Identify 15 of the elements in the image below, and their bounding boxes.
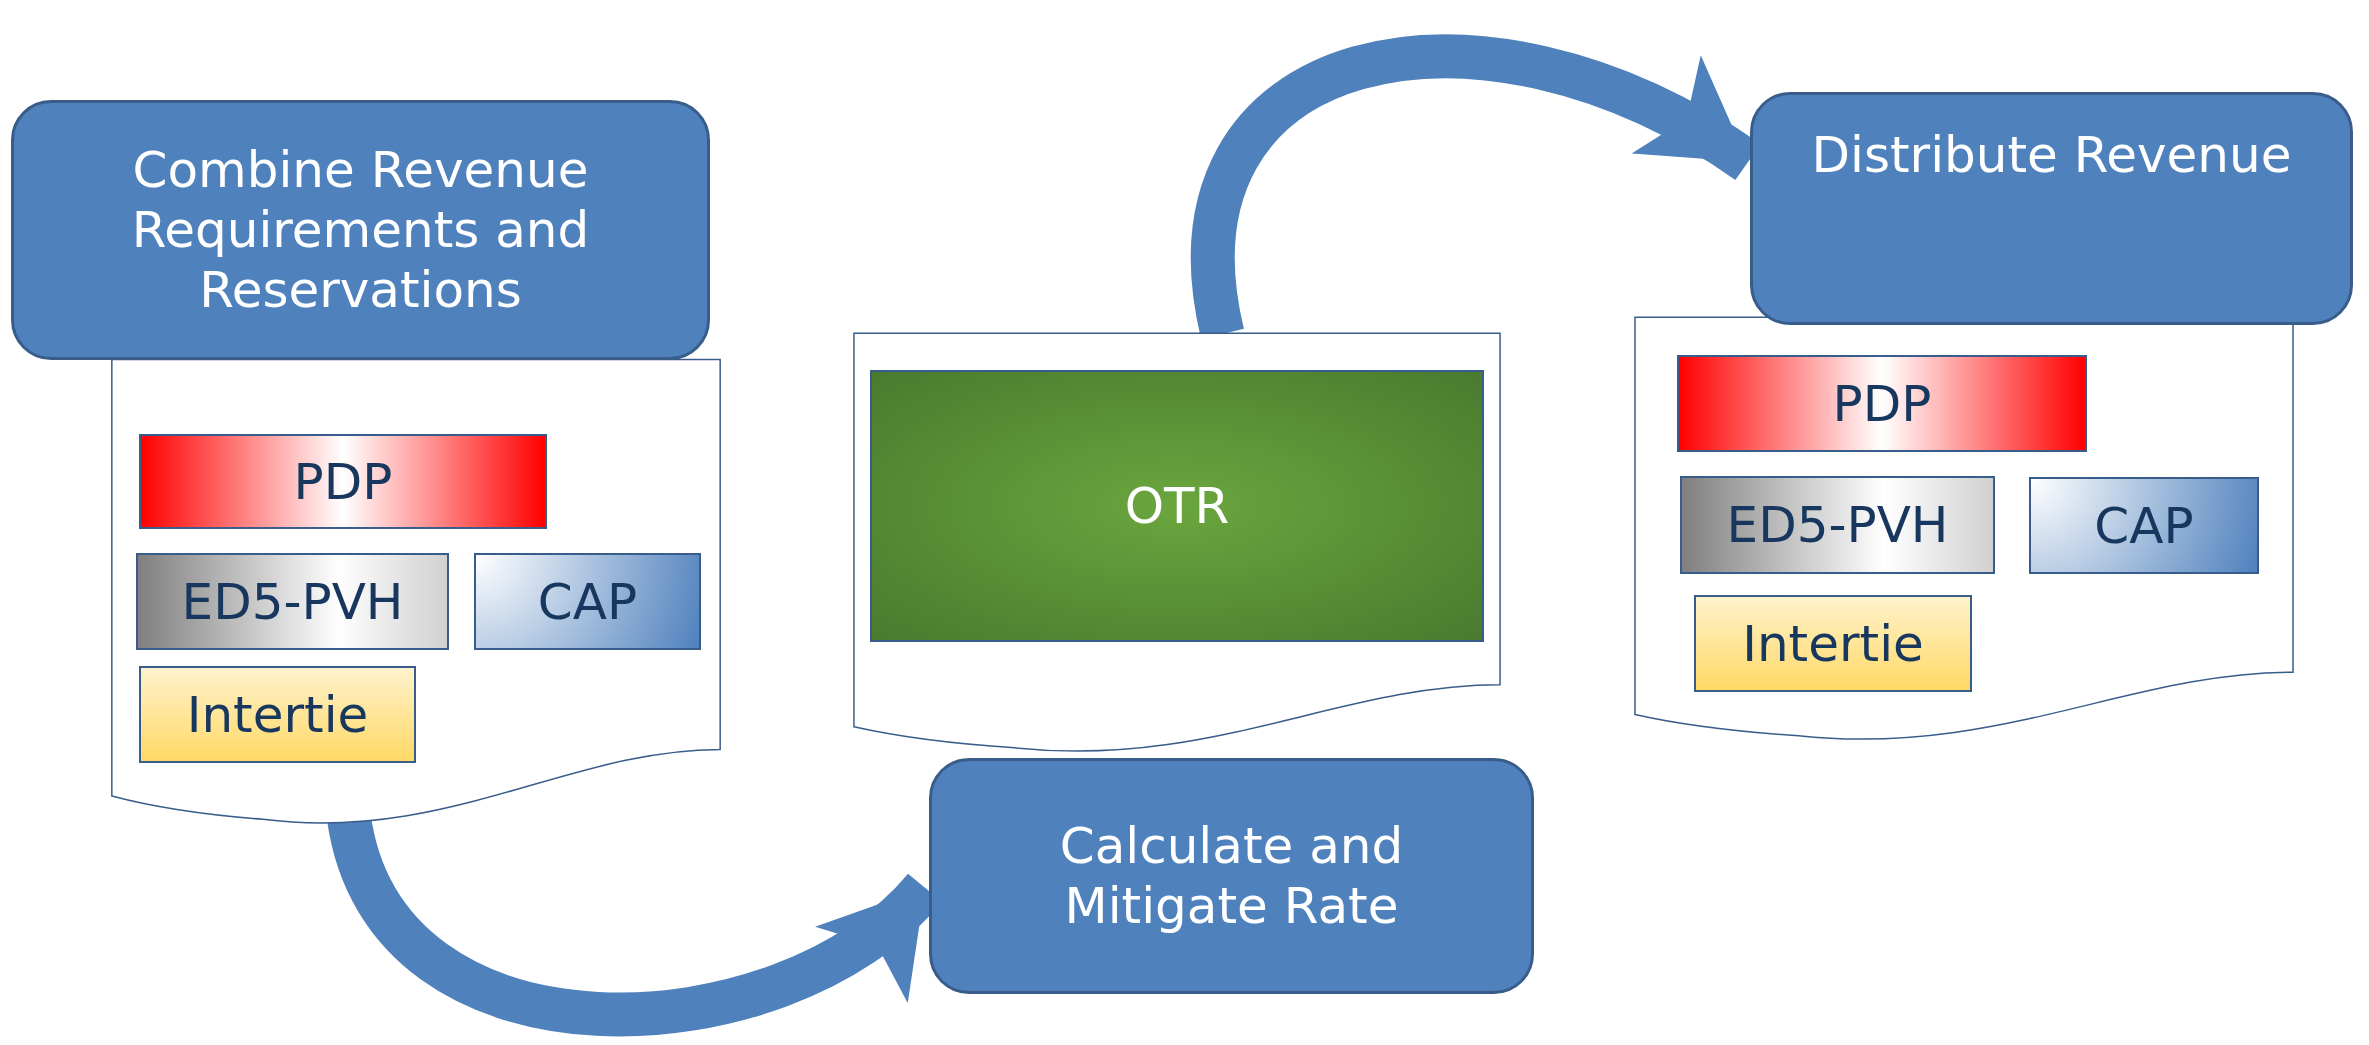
cap-block: CAP [474,553,701,650]
step-box: Combine Revenue Requirements and Reservations [11,100,710,360]
step-box: Distribute Revenue [1750,92,2353,325]
cap-block: CAP [2029,477,2259,574]
pdp-block: PDP [139,434,547,529]
otr-block: OTR [870,370,1484,642]
intertie-block: Intertie [139,666,416,763]
document-shape [1633,316,2295,740]
ed5-pvh-block: ED5-PVH [1680,476,1995,574]
pdp-block: PDP [1677,355,2087,452]
document-shape [110,358,722,824]
document-shape [852,332,1502,752]
ed5-pvh-block: ED5-PVH [136,553,449,650]
intertie-block: Intertie [1694,595,1972,692]
step-box: Calculate and Mitigate Rate [929,758,1534,994]
